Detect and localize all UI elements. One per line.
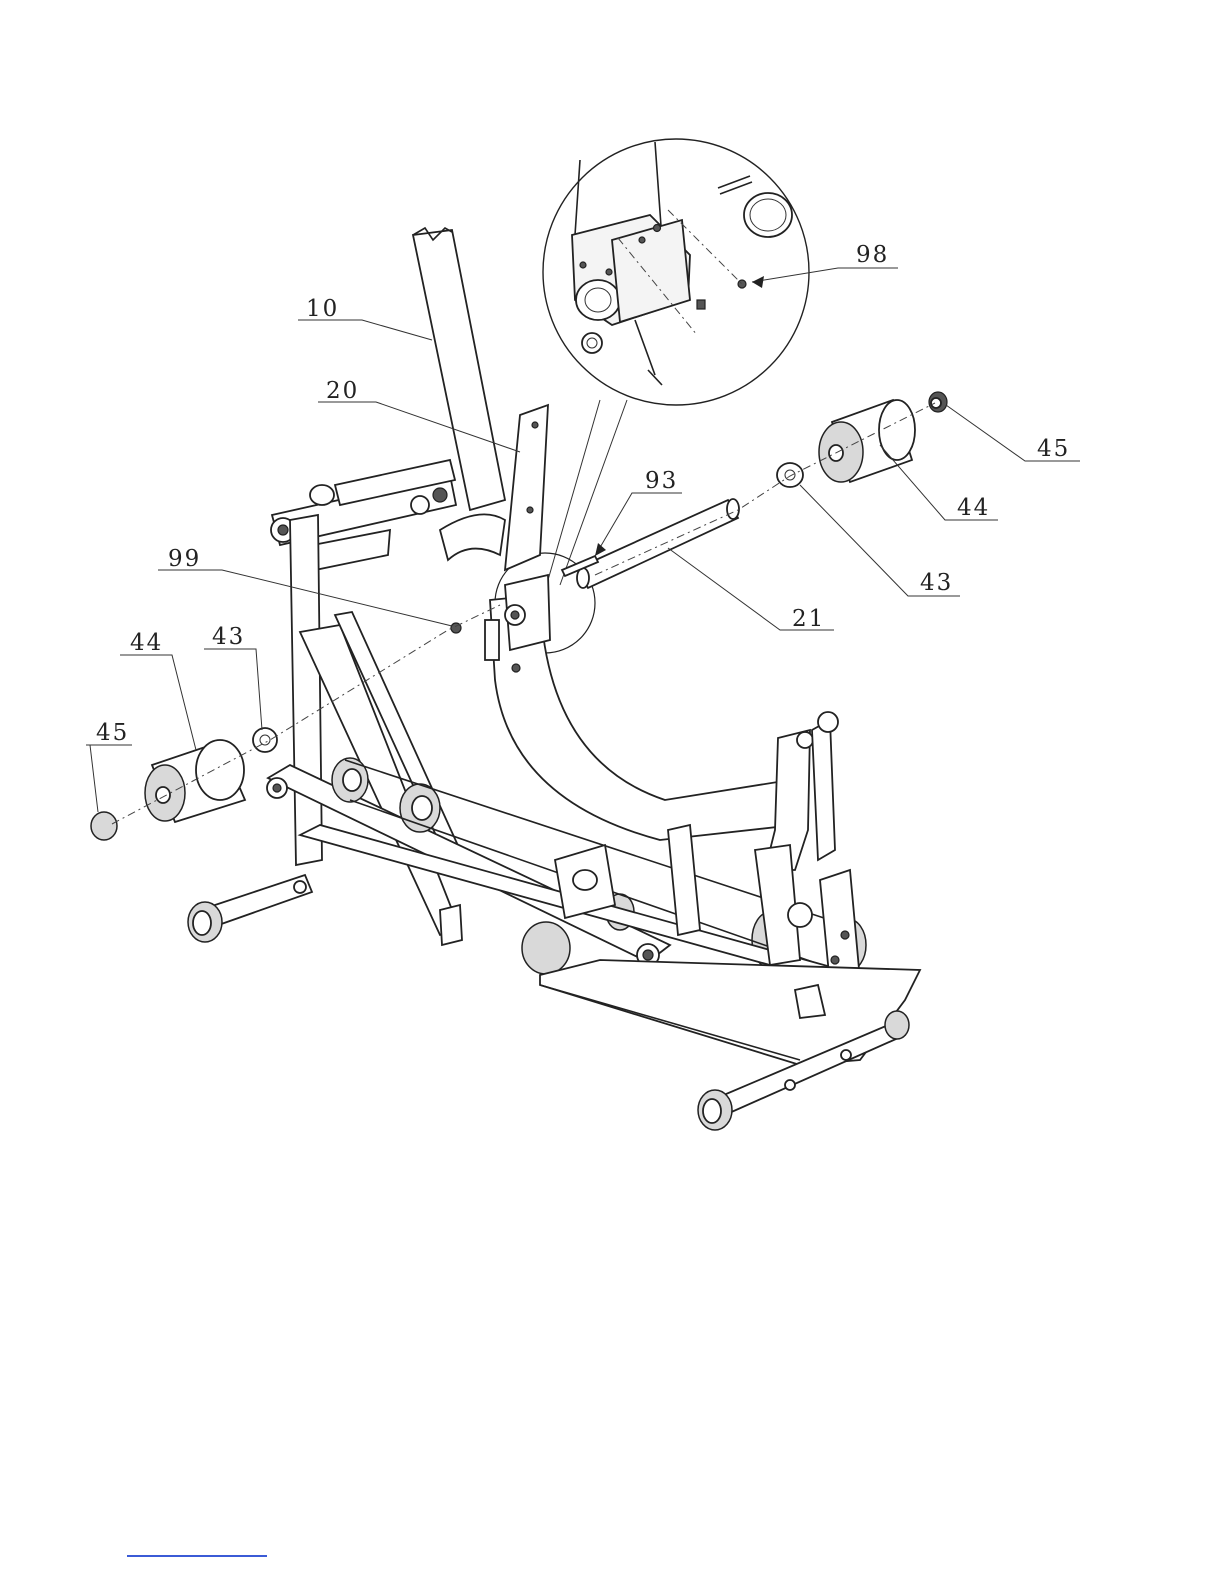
callout-21: 21 (668, 548, 834, 632)
callout-43-left: 43 (204, 624, 262, 730)
callout-label: 99 (168, 546, 201, 572)
callout-label: 45 (1037, 436, 1070, 462)
callout-label: 43 (212, 624, 245, 650)
callout-label: 44 (130, 630, 163, 656)
callout-label: 20 (326, 378, 359, 404)
callout-label: 21 (792, 606, 825, 632)
footer-underline-link[interactable] (127, 1555, 267, 1557)
callout-10: 10 (298, 296, 432, 340)
callout-45-left: 45 (86, 720, 132, 812)
callout-label: 93 (645, 468, 678, 494)
callout-label: 10 (306, 296, 339, 322)
callout-label: 45 (96, 720, 129, 746)
detail-magnifier (543, 139, 809, 405)
callout-label: 98 (856, 242, 889, 268)
callout-43-right: 43 (800, 485, 960, 596)
callout-label: 43 (920, 570, 953, 596)
callout-label: 44 (957, 495, 990, 521)
callout-45-right: 45 (946, 405, 1080, 462)
callout-44-left: 44 (120, 630, 196, 750)
main-frame (188, 228, 920, 1130)
